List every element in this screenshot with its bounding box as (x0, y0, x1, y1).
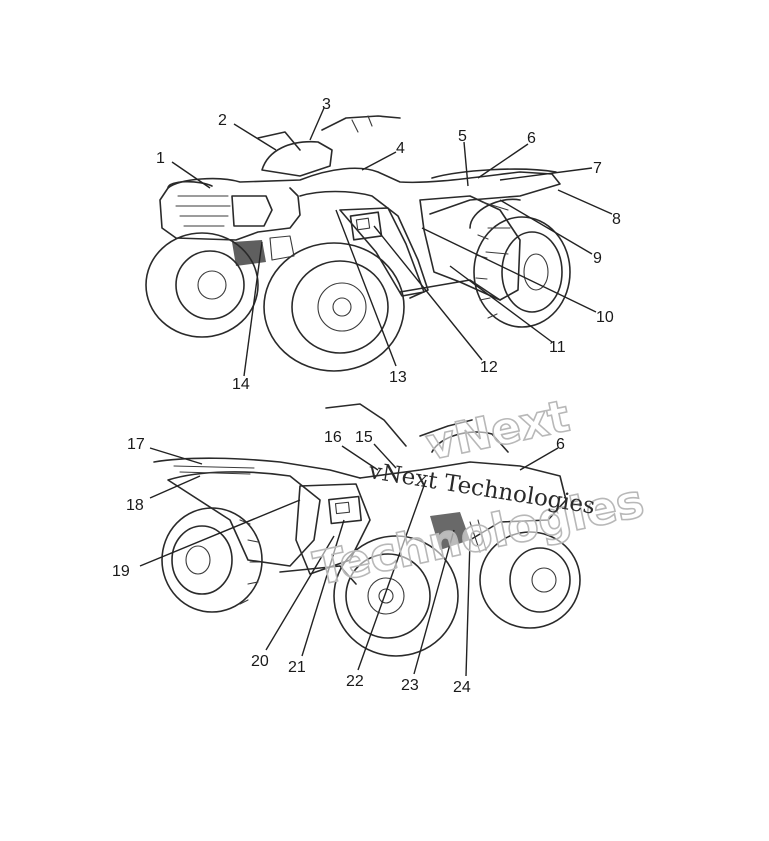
atv-bottom-view (153, 403, 581, 657)
callout-1: 1 (156, 150, 165, 167)
callout-19: 19 (112, 563, 130, 580)
callout-14: 14 (232, 376, 250, 393)
callout-18: 18 (126, 497, 144, 514)
leader-lines (139, 107, 613, 677)
callout-22: 22 (346, 673, 364, 690)
watermark-line-1: vNext (422, 391, 574, 471)
callout-11: 11 (549, 339, 566, 356)
engine-detail (232, 235, 295, 266)
callout-4: 4 (396, 140, 405, 157)
callout-20: 20 (251, 653, 269, 670)
rear-left-wheel (161, 507, 263, 613)
callout-24: 24 (453, 679, 471, 696)
far-wheel (479, 531, 581, 629)
callout-7: 7 (593, 160, 602, 177)
callout-5: 5 (458, 128, 467, 145)
callout-15: 15 (355, 429, 373, 446)
callouts-bottom: 15 16 17 18 19 20 21 22 23 24 6 (112, 429, 565, 696)
atv-top-view (145, 115, 571, 372)
callout-9: 9 (593, 250, 602, 267)
callout-6: 6 (527, 130, 536, 147)
callout-13: 13 (389, 369, 407, 386)
callout-6-bottom: 6 (556, 436, 565, 453)
callout-2: 2 (218, 112, 227, 129)
callout-10: 10 (596, 309, 614, 326)
callout-23: 23 (401, 677, 419, 694)
callout-16: 16 (324, 429, 342, 446)
callout-17: 17 (127, 436, 145, 453)
front-left-big-wheel (333, 535, 459, 657)
callouts-top: 1 2 3 4 5 6 7 8 9 10 11 12 13 14 (156, 96, 621, 393)
callout-3: 3 (322, 96, 331, 113)
callout-12: 12 (480, 359, 498, 376)
front-right-wheel (263, 242, 405, 372)
rear-wheel (469, 198, 571, 328)
callout-8: 8 (612, 211, 621, 228)
callout-21: 21 (288, 659, 306, 676)
front-left-wheel (145, 232, 259, 338)
